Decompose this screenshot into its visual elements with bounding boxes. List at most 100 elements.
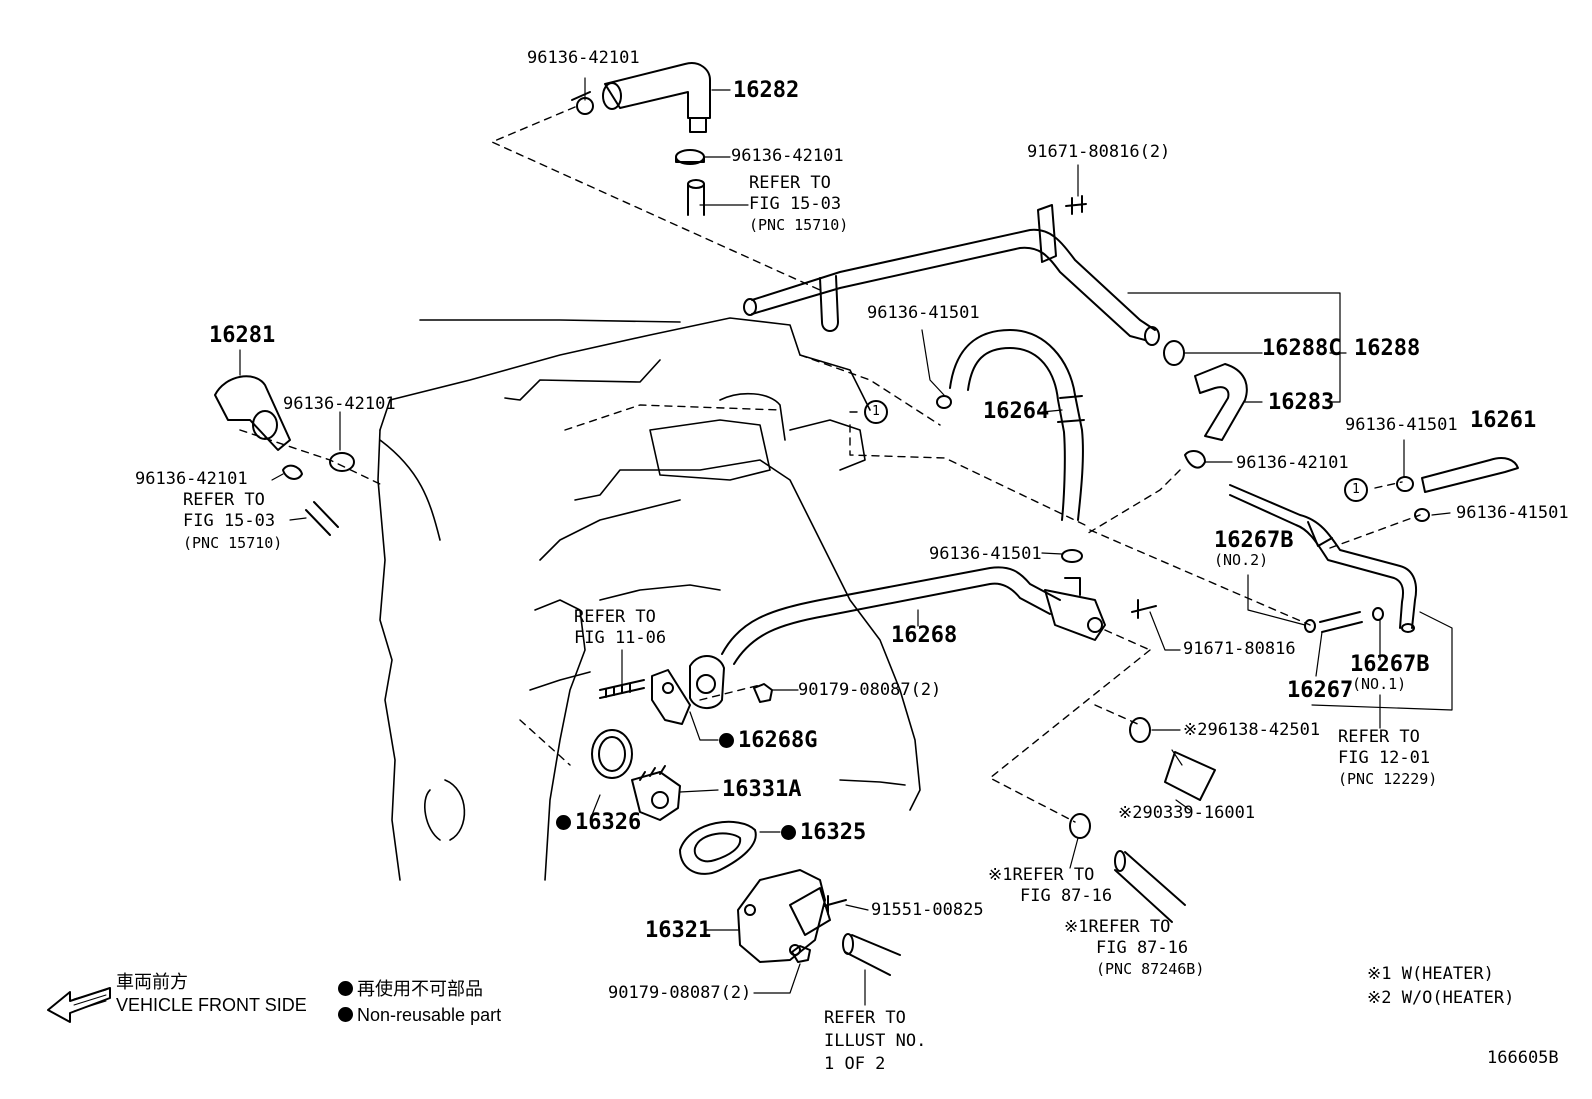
pipe-stub-top — [687, 179, 705, 216]
label-96138-42501: ※296138-42501 — [1183, 720, 1321, 740]
label-16281: 16281 — [209, 323, 276, 348]
label-90339-16001: ※290339-16001 — [1118, 803, 1256, 823]
label-16288C: 16288C — [1262, 336, 1342, 361]
circle-number-1a: 1 — [872, 404, 880, 419]
clamp-16267B-no2 — [1304, 619, 1316, 633]
clamp-96136-41501-low — [1061, 549, 1083, 563]
gasket-16325 — [679, 820, 757, 875]
legend-note-2: ※2 W/O(HEATER) — [1367, 988, 1515, 1008]
label-fig-87-16a: FIG 87-16 — [1020, 886, 1113, 906]
hose-90339-16001 — [1164, 751, 1216, 801]
label-16268: 16268 — [891, 623, 958, 648]
clamp-96136-42101-top — [571, 91, 594, 115]
label-91551-00825: 91551-00825 — [871, 900, 984, 920]
label-96136-41501-right: 96136-41501 — [1345, 415, 1458, 435]
label-16326: 16326 — [556, 812, 641, 834]
label-refer-to-illust: REFER TO — [824, 1008, 906, 1028]
clamp-96136-41501-far — [1414, 508, 1430, 522]
hose-16261 — [1421, 457, 1519, 493]
legend-note-1: ※1 W(HEATER) — [1367, 964, 1494, 984]
label-16267B-no2: 16267B — [1214, 528, 1294, 553]
label-refer-to-left: REFER TO — [183, 490, 265, 510]
clamp-96136-41501-right — [1396, 476, 1414, 492]
non-reusable-dot-icon — [719, 733, 734, 748]
label-refer-to-1106: REFER TO — [574, 607, 656, 627]
clamp-96138-42501 — [1129, 717, 1151, 743]
label-96136-41501-far: 96136-41501 — [1456, 503, 1569, 523]
pipe-stub-left — [305, 501, 339, 536]
non-reusable-dot-icon — [338, 981, 353, 996]
figure-id: 166605B — [1487, 1048, 1559, 1068]
clamp-96136-42101-left — [329, 452, 355, 472]
label-16267B-no1: 16267B — [1350, 652, 1430, 677]
label-16326-text: 16326 — [575, 810, 642, 835]
label-pnc-15710-top: (PNC 15710) — [749, 216, 849, 234]
flange-16268 — [689, 655, 725, 709]
circle-number-1b: 1 — [1352, 482, 1360, 497]
hose-16264 — [949, 329, 1085, 521]
label-pnc-12229: (PNC 12229) — [1338, 770, 1438, 788]
pipe-16268 — [721, 566, 1106, 665]
non-reusable-dot-icon — [781, 825, 796, 840]
circle-marker-1b — [1344, 478, 1368, 502]
clamp-96136-42101-left2 — [282, 464, 303, 480]
label-fig-12-01: FIG 12-01 — [1338, 748, 1431, 768]
dashed-leader-lines — [239, 106, 1421, 823]
label-16321: 16321 — [645, 918, 712, 943]
label-16268G: 16268G — [719, 730, 817, 752]
label-16264: 16264 — [983, 399, 1050, 424]
label-91671-80816-2: 91671-80816(2) — [1027, 142, 1171, 162]
legend-front-jp: 車両前方 — [116, 972, 188, 992]
label-pnc-87246B: (PNC 87246B) — [1096, 960, 1205, 978]
label-refer-to-1201: REFER TO — [1338, 727, 1420, 747]
label-refer-to-8716a: ※1REFER TO — [988, 865, 1095, 885]
label-16331A: 16331A — [722, 777, 802, 802]
legend-nonreuse-en-row: Non-reusable part — [338, 1006, 501, 1024]
legend-front-en: VEHICLE FRONT SIDE — [116, 995, 307, 1015]
nut-90179-08087-b — [791, 945, 811, 963]
label-illust-no: ILLUST NO. — [824, 1031, 927, 1051]
label-96136-42101-left: 96136-42101 — [283, 394, 396, 414]
label-16325-text: 16325 — [800, 820, 867, 845]
clamp-96136-41501-mid — [936, 395, 952, 409]
clamp-ref-8716 — [1069, 813, 1091, 839]
hose-16283 — [1194, 363, 1248, 441]
label-91671-80816: 91671-80816 — [1183, 639, 1296, 659]
gasket-16326 — [591, 729, 633, 779]
label-96136-42101-right: 96136-42101 — [1236, 453, 1349, 473]
label-96136-42101-top: 96136-42101 — [527, 48, 640, 68]
clamp-96136-42101-top2 — [675, 149, 705, 165]
hose-stub-bottom — [842, 933, 901, 976]
label-fig-11-06: FIG 11-06 — [574, 628, 667, 648]
label-96136-41501-low: 96136-41501 — [929, 544, 1042, 564]
pipe-16288 — [743, 204, 1160, 346]
label-16288: 16288 — [1354, 336, 1421, 361]
pipe-16267 — [1229, 484, 1418, 633]
label-1-of-2: 1 OF 2 — [824, 1054, 886, 1074]
legend-nonreuse-en: Non-reusable part — [357, 1005, 502, 1025]
label-refer-to-8716b: ※1REFER TO — [1064, 917, 1171, 937]
circle-marker-1a — [864, 400, 888, 424]
label-16283: 16283 — [1268, 390, 1335, 415]
clamp-96136-42101-right — [1184, 449, 1206, 469]
label-96136-42101-top2: 96136-42101 — [731, 146, 844, 166]
label-96136-41501-mid: 96136-41501 — [867, 303, 980, 323]
label-16261: 16261 — [1470, 408, 1537, 433]
hose-16281 — [214, 375, 291, 451]
label-96136-42101-left2: 96136-42101 — [135, 469, 248, 489]
label-no1: (NO.1) — [1352, 675, 1407, 693]
front-arrow-icon — [47, 987, 111, 1023]
bolt-91551-00825 — [823, 895, 847, 915]
leader-lines — [239, 77, 1453, 1006]
label-16282: 16282 — [733, 78, 800, 103]
nut-90179-08087-a — [753, 683, 773, 703]
non-reusable-dot-icon — [338, 1007, 353, 1022]
clamp-16288C — [1163, 340, 1185, 366]
engine-block-outline — [377, 317, 921, 881]
housing-16321 — [737, 869, 831, 963]
label-90179-08087-2b: 90179-08087(2) — [608, 983, 752, 1003]
label-16268G-text: 16268G — [738, 728, 818, 753]
gasket-16268G — [651, 669, 691, 725]
label-fig-87-16b: FIG 87-16 — [1096, 938, 1189, 958]
